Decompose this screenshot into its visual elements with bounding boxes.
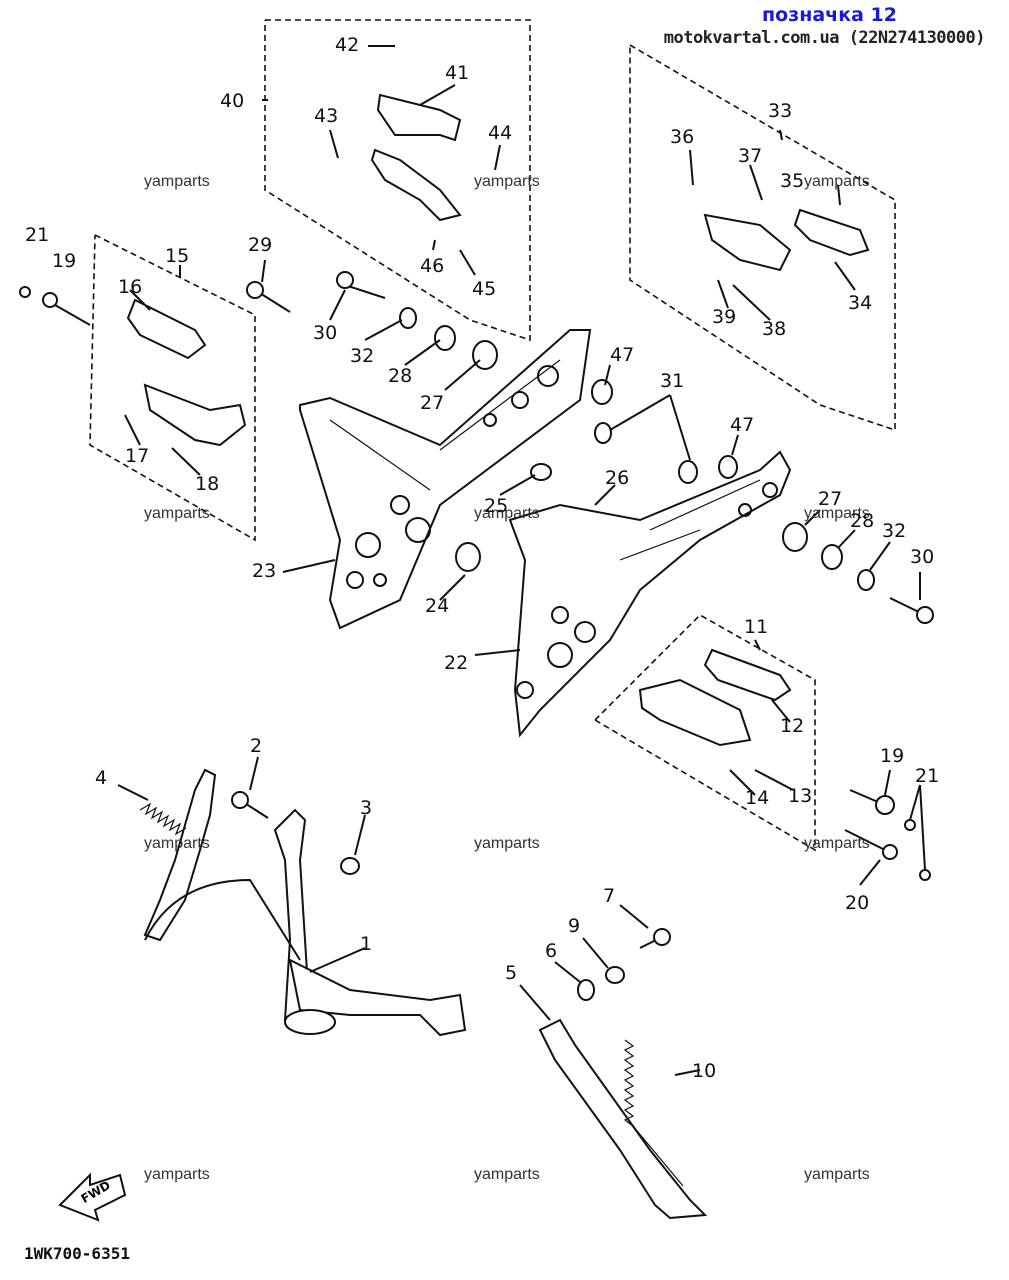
callout-31: 31 [660, 370, 685, 392]
fwd-arrow-icon [58, 1172, 127, 1222]
callout-18: 18 [195, 473, 220, 495]
callout-45: 45 [472, 278, 497, 300]
spring-10 [623, 1039, 684, 1187]
callout-39: 39 [712, 306, 737, 328]
callout-7: 7 [603, 885, 616, 907]
collars [340, 307, 875, 1001]
watermark: yamparts [474, 505, 540, 522]
callout-42: 42 [335, 34, 360, 56]
callout-23: 23 [252, 560, 277, 582]
callout-26: 26 [605, 467, 630, 489]
callout-35: 35 [780, 170, 805, 192]
watermark: yamparts [144, 1166, 210, 1183]
group-11-outline [594, 614, 816, 852]
leader-lines [117, 45, 926, 1076]
callout-28: 28 [850, 510, 875, 532]
callout-25: 25 [484, 495, 509, 517]
callout-12: 12 [780, 715, 805, 737]
callout-47: 47 [730, 414, 755, 436]
callout-37: 37 [738, 145, 763, 167]
footrest-holder-upper [370, 148, 462, 222]
watermark: yamparts [804, 505, 870, 522]
group-15-outline [89, 234, 256, 542]
callout-43: 43 [314, 105, 339, 127]
group-33-outline [629, 44, 896, 432]
callout-29: 29 [248, 234, 273, 256]
callout-38: 38 [762, 318, 787, 340]
callout-46: 46 [420, 255, 445, 277]
callout-3: 3 [360, 797, 373, 819]
callout-15: 15 [165, 245, 190, 267]
footrest-16 [126, 298, 207, 360]
footrest-34 [793, 208, 870, 257]
watermark: yamparts [804, 1166, 870, 1183]
spring-4 [139, 802, 187, 836]
callout-11: 11 [744, 616, 769, 638]
callout-16: 16 [118, 276, 143, 298]
watermark: yamparts [474, 835, 540, 852]
callout-32: 32 [882, 520, 907, 542]
callout-9: 9 [568, 915, 581, 937]
callout-4: 4 [95, 767, 108, 789]
callout-21: 21 [915, 765, 940, 787]
callout-13: 13 [788, 785, 813, 807]
callout-47: 47 [610, 344, 635, 366]
diagram-code: 1WK700-6351 [24, 1244, 130, 1263]
bolt-7 [639, 928, 671, 949]
callout-20: 20 [845, 892, 870, 914]
watermark: yamparts [144, 173, 210, 190]
watermark: yamparts [144, 835, 210, 852]
callout-21: 21 [25, 224, 50, 246]
callout-28: 28 [388, 365, 413, 387]
footrest-12 [703, 648, 792, 702]
callout-10: 10 [692, 1060, 717, 1082]
watermark: yamparts [474, 173, 540, 190]
right-footrest-bracket [508, 450, 792, 738]
callout-30: 30 [313, 322, 338, 344]
callout-27: 27 [818, 488, 843, 510]
watermark: yamparts [144, 505, 210, 522]
callout-22: 22 [444, 652, 469, 674]
callout-44: 44 [488, 122, 513, 144]
side-stand [538, 1018, 708, 1220]
callout-24: 24 [425, 595, 450, 617]
left-footrest-bracket [299, 329, 592, 630]
footrest-holder-left [143, 383, 247, 447]
bolt-2 [231, 791, 269, 819]
callout-33: 33 [768, 100, 793, 122]
group-40-outline [264, 19, 531, 342]
callout-2: 2 [250, 735, 263, 757]
footrest-holder-lower [638, 678, 752, 747]
callout-5: 5 [505, 962, 518, 984]
page-title: позначка 12 [762, 4, 897, 26]
callout-19: 19 [52, 250, 77, 272]
callout-6: 6 [545, 940, 558, 962]
callout-36: 36 [670, 126, 695, 148]
callout-17: 17 [125, 445, 150, 467]
callout-30: 30 [910, 546, 935, 568]
callout-32: 32 [350, 345, 375, 367]
watermark: yamparts [804, 173, 870, 190]
callout-27: 27 [420, 392, 445, 414]
callout-34: 34 [848, 292, 873, 314]
bolts [19, 271, 934, 881]
source-reference: motokvartal.com.ua (22N274130000) [663, 28, 986, 48]
callout-40: 40 [220, 90, 245, 112]
callout-1: 1 [360, 933, 373, 955]
callout-19: 19 [880, 745, 905, 767]
footrest-holder-right [703, 213, 792, 272]
main-stand [143, 768, 467, 1037]
callout-41: 41 [445, 62, 470, 84]
watermark: yamparts [804, 835, 870, 852]
callout-14: 14 [745, 787, 770, 809]
footrest-41 [376, 93, 462, 142]
watermark: yamparts [474, 1166, 540, 1183]
